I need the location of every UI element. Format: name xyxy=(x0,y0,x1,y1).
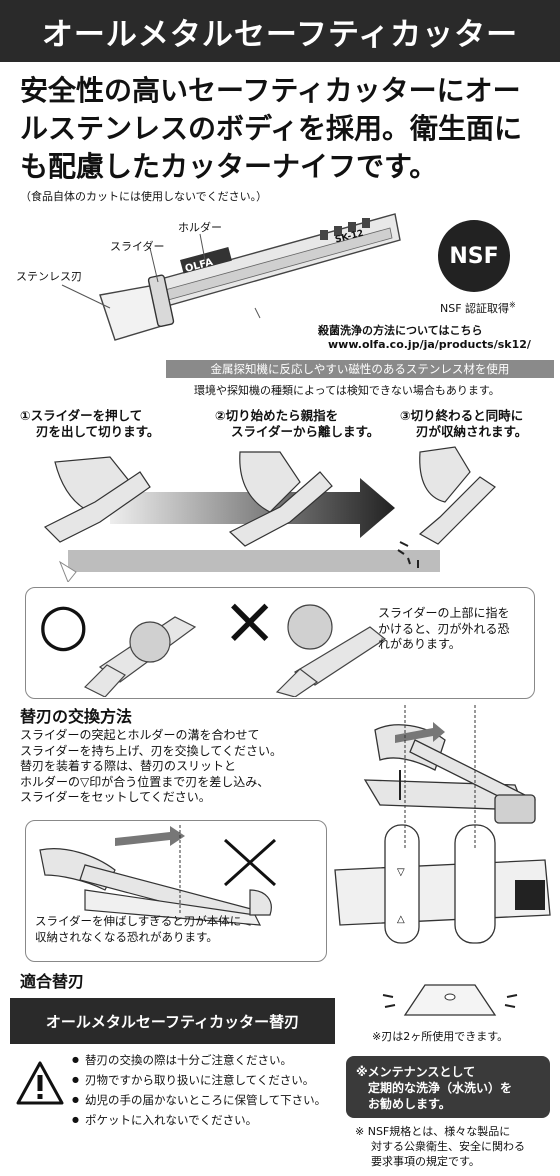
lead-text: 安全性の高いセーフティカッターにオー ルステンレスのボディを採用。衛生面に も配… xyxy=(20,72,550,186)
caution-illustration xyxy=(83,604,387,697)
slider-caution-panel xyxy=(25,587,535,699)
step-1-line-1: ①スライダーを押して xyxy=(20,408,143,423)
step-3-line-2: 刃が収納されます。 xyxy=(416,424,528,439)
step-1: ①スライダーを押して 刃を出して切ります。 xyxy=(20,408,159,440)
nsf-note-line-1: ※ NSF規格とは、様々な製品に xyxy=(355,1125,511,1138)
compatible-heading: 適合替刃 xyxy=(20,972,85,991)
step-2-line-1: ②切り始めたら親指を xyxy=(215,408,339,423)
step-2-line-2: スライダーから離します。 xyxy=(231,424,380,439)
svg-text:△: △ xyxy=(397,914,405,925)
replace-illustration: ▽ △ xyxy=(334,705,551,944)
warning-item: 刃物ですから取り扱いに注意してください。 xyxy=(72,1070,326,1090)
replace-line-4: ホルダーの▽印が合う位置まで刃を差し込み、 xyxy=(20,774,270,789)
maintenance-line-1: ※メンテナンスとして xyxy=(356,1065,476,1079)
nsf-caption: NSF 認証取得※ xyxy=(440,300,516,316)
warning-icon xyxy=(16,1061,64,1105)
nsf-caption-text: NSF 認証取得 xyxy=(440,302,510,315)
product-illustration: OLFA xyxy=(61,213,401,341)
maintenance-box: ※メンテナンスとして 定期的な洗浄（水洗い）を お勧めします。 xyxy=(346,1056,550,1118)
compatible-product: オールメタルセーフティカッター替刃 xyxy=(10,998,335,1044)
replace-warning-text: スライダーを伸ばしすぎると刃が本体に 収納されなくなる恐れがあります。 xyxy=(35,913,241,945)
nsf-logo: NSF xyxy=(438,220,510,292)
label-slider: スライダー xyxy=(110,240,165,253)
food-note: （食品自体のカットには使用しないでください。） xyxy=(20,190,268,203)
caution-line-3: れがあります。 xyxy=(378,637,461,651)
step-3: ③切り終わると同時に 刃が収納されます。 xyxy=(400,408,527,440)
replace-heading: 替刃の交換方法 xyxy=(20,707,133,726)
maintenance-line-3: お勧めします。 xyxy=(368,1097,451,1111)
replace-line-1: スライダーの突起とホルダーの溝を合わせて xyxy=(20,728,260,742)
blade-icon xyxy=(382,984,518,1016)
caution-line-2: かけると、刃が外れる恐 xyxy=(378,621,510,636)
nsf-note: ※ NSF規格とは、様々な製品に 対する公衆衛生、安全に関わる 要求事項の規定で… xyxy=(355,1124,525,1169)
replace-line-3: 替刃を装着する際は、替刃のスリットと xyxy=(20,759,237,773)
nsf-note-line-3: 要求事項の規定です。 xyxy=(371,1155,480,1168)
svg-text:▽: ▽ xyxy=(397,867,405,878)
replace-warning-line-2: 収納されなくなる恐れがあります。 xyxy=(35,930,218,944)
ok-mark: ○ xyxy=(38,590,89,658)
replace-warning-line-1: スライダーを伸ばしすぎると刃が本体に xyxy=(35,914,242,928)
lead-line-2: ルステンレスのボディを採用。衛生面に xyxy=(20,112,523,145)
nsf-note-line-2: 対する公衆衛生、安全に関わる xyxy=(371,1140,525,1153)
cleaning-title: 殺菌洗浄の方法についてはこちら xyxy=(318,324,483,337)
page-title: オールメタルセーフティカッター xyxy=(0,0,560,62)
replace-line-5: スライダーをセットしてください。 xyxy=(20,790,211,804)
maintenance-line-2: 定期的な洗浄（水洗い）を xyxy=(368,1081,513,1095)
step-2: ②切り始めたら親指を スライダーから離します。 xyxy=(215,408,379,440)
metal-note: 環境や探知機の種類によっては検知できない場合もあります。 xyxy=(194,384,500,397)
caution-text: スライダーの上部に指を かけると、刃が外れる恐 れがあります。 xyxy=(378,606,510,653)
blade-note: ※刃は2ヶ所使用できます。 xyxy=(372,1030,509,1043)
nsf-caption-mark: ※ xyxy=(509,300,516,310)
warning-item: ポケットに入れないでください。 xyxy=(72,1110,326,1130)
label-blade: ステンレス刃 xyxy=(16,270,82,283)
caution-line-1: スライダーの上部に指を xyxy=(378,606,510,620)
warning-list: 替刃の交換の際は十分ご注意ください。 刃物ですから取り扱いに注意してください。 … xyxy=(72,1050,326,1130)
steps-illustration xyxy=(43,446,496,582)
warning-item: 幼児の手の届かないところに保管して下さい。 xyxy=(72,1090,326,1110)
replace-warning-illustration xyxy=(39,825,277,926)
replace-line-2: スライダーを持ち上げ、刃を交換してください。 xyxy=(20,743,282,758)
warning-item: 替刃の交換の際は十分ご注意ください。 xyxy=(72,1050,326,1070)
metal-material-bar: 金属探知機に反応しやすい磁性のあるステンレス材を使用 xyxy=(166,360,554,378)
ng-mark: × xyxy=(222,582,278,659)
label-holder: ホルダー xyxy=(178,221,222,234)
replace-text: スライダーの突起とホルダーの溝を合わせて スライダーを持ち上げ、刃を交換してくだ… xyxy=(20,728,282,806)
step-3-line-1: ③切り終わると同時に xyxy=(400,408,524,423)
step-1-line-2: 刃を出して切ります。 xyxy=(36,424,160,439)
lead-line-3: も配慮したカッターナイフです。 xyxy=(20,150,438,183)
lead-line-1: 安全性の高いセーフティカッターにオー xyxy=(20,74,521,107)
cleaning-url[interactable]: www.olfa.co.jp/ja/products/sk12/ xyxy=(328,338,531,351)
